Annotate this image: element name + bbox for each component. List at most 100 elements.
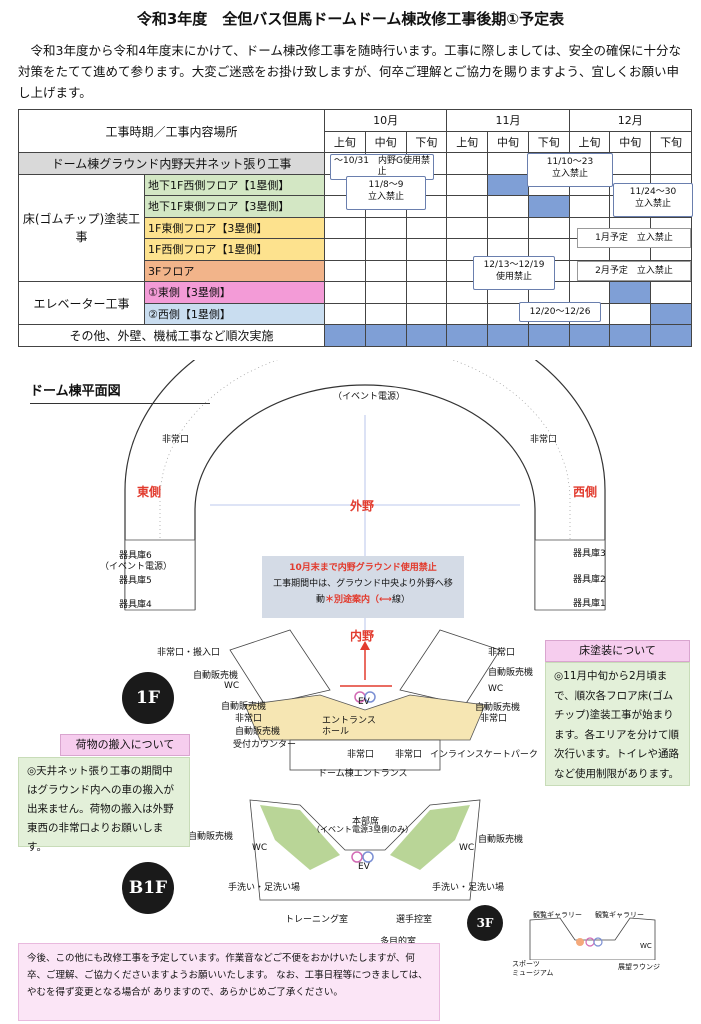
floor-badge-b1f: B1F xyxy=(122,862,174,914)
vending-label: 自動販売機 xyxy=(221,702,267,712)
cargo-box: ◎天井ネット張り工事の期間中はグラウンド内への車の搬入が出来ません。荷物の搬入は… xyxy=(18,757,190,853)
gallery-label: 観覧ギャラリー xyxy=(533,911,582,919)
row-label: 1F西側フロア【1塁側】 xyxy=(143,238,326,261)
storage-block-west xyxy=(534,539,606,611)
reception-label: 受付カウンター xyxy=(233,740,297,750)
event-power-label: （イベント電源） xyxy=(333,392,406,402)
dome-floor-plan xyxy=(124,360,656,960)
wc-label: WC xyxy=(224,681,240,691)
callout-jan: 1月予定 立入禁止 xyxy=(577,228,691,248)
ev-icon xyxy=(593,937,603,947)
emergency-exit-label: 非常口 xyxy=(480,714,508,724)
intro-text: 令和3年度から令和4年度末にかけて、ドーム棟改修工事を随時行います。工事に際しま… xyxy=(18,43,682,100)
period-header: 下旬 xyxy=(405,130,448,153)
ev-icon xyxy=(351,851,363,863)
storage-label: （イベント電源） xyxy=(100,562,173,572)
wc-label: WC xyxy=(459,843,475,853)
storage-label: 器具庫5 xyxy=(119,576,152,586)
ev-icon xyxy=(364,691,376,703)
entrance-hall-block xyxy=(289,739,441,771)
plan-heading: ドーム棟平面図 xyxy=(30,384,121,399)
training-label: トレーニング室 xyxy=(285,915,349,925)
period-header: 中旬 xyxy=(487,130,529,153)
month-header: 11月 xyxy=(446,109,570,132)
month-header: 10月 xyxy=(324,109,448,132)
vending-label: 自動販売機 xyxy=(188,832,234,842)
floor-badge-3f: 3F xyxy=(467,905,503,941)
table-header-label: 工事時期／工事内容場所 xyxy=(17,109,326,153)
page-title: 令和3年度 全但バス但馬ドームドーム棟改修工事後期①予定表 xyxy=(136,10,565,28)
arrow-head-icon xyxy=(360,641,370,650)
entrance-hall-label: エントランス ホール xyxy=(322,716,376,737)
emergency-exit-label: 非常口 xyxy=(235,714,263,724)
period-header: 上旬 xyxy=(324,130,366,153)
storage-label: 器具庫3 xyxy=(573,549,606,559)
storage-block-east xyxy=(124,539,196,611)
notice-box: 10月末まで内野グラウンド使用禁止 工事期間中は、グラウンド中央より外野へ移 動… xyxy=(262,556,464,618)
arrow-both-icon: ⟷ xyxy=(379,595,392,605)
stand-west xyxy=(399,629,501,706)
callout-1220: 12/20～12/26 xyxy=(519,302,601,322)
cargo-box-title: 荷物の搬入について xyxy=(60,734,190,756)
infield-label: 内野 xyxy=(350,629,375,643)
west-side-label: 西側 xyxy=(573,485,598,499)
washroom-label: 手洗い・足洗い場 xyxy=(228,883,301,893)
period-header: 中旬 xyxy=(364,130,407,153)
row-label: 地下1F西側フロア【1塁側】 xyxy=(143,173,326,196)
washroom-label: 手洗い・足洗い場 xyxy=(432,883,505,893)
stand-east xyxy=(229,629,331,706)
hq-label: 本部席 xyxy=(352,817,380,827)
b1f-green-west xyxy=(390,805,470,870)
callout-feb: 2月予定 立入禁止 xyxy=(577,261,691,281)
wc-label: WC xyxy=(640,942,652,950)
table-row: その他、外壁、機械工事など順次実施 xyxy=(17,324,692,347)
wc-label: WC xyxy=(252,843,268,853)
emergency-exit-label: 非常口 xyxy=(530,435,558,445)
wc-label: WC xyxy=(488,684,504,694)
arch-outer xyxy=(124,360,606,610)
floor-badge-1f: 1F xyxy=(122,672,174,724)
vending-label: 自動販売機 xyxy=(488,668,534,678)
period-header: 上旬 xyxy=(446,130,489,153)
hq-sub-label: （イベント電源3塁側のみ） xyxy=(312,825,414,834)
vending-label: 自動販売機 xyxy=(478,835,524,845)
3f-marker xyxy=(576,938,584,946)
table-row: 1F東側フロア【3塁側】 xyxy=(19,216,692,239)
outfield-label: 外野 xyxy=(350,499,375,513)
dome-entrance-label: ドーム棟エントランス xyxy=(318,769,408,779)
storage-label: 器具庫1 xyxy=(573,599,606,609)
inline-skate-label: インラインスケートパーク xyxy=(430,750,538,760)
table-row: エレベーター工事 ①東側【3塁側】 xyxy=(18,281,692,325)
east-side-label: 東側 xyxy=(137,485,162,499)
period-header: 中旬 xyxy=(609,130,652,153)
row-label: ドーム棟グラウンド内野天井ネット張り工事 xyxy=(17,152,326,175)
emergency-exit-label: 非常口 xyxy=(162,435,190,445)
emergency-entry-label: 非常口・搬入口 xyxy=(157,648,221,658)
month-header: 12月 xyxy=(568,109,693,132)
row-label: 地下1F東側フロア【3塁側】 xyxy=(143,195,326,218)
floor-box-title: 床塗装について xyxy=(545,640,690,662)
vending-label: 自動販売機 xyxy=(193,671,239,681)
floor-box: ◎11月中旬から2月頃まで、順次各フロア床(ゴムチップ)塗装工事が始まります。各… xyxy=(545,662,690,786)
group-label: エレベーター工事 xyxy=(18,281,145,325)
arch-inner xyxy=(194,384,536,610)
floor-3f xyxy=(529,917,656,960)
period-header: 上旬 xyxy=(568,130,611,153)
emergency-exit-label: 非常口 xyxy=(488,648,516,658)
sports-museum-label: スポーツ ミュージアム xyxy=(512,960,554,977)
storage-label: 器具庫2 xyxy=(573,575,606,585)
row-label: 3Fフロア xyxy=(143,259,326,282)
row-label: 1F東側フロア【3塁側】 xyxy=(143,216,326,239)
bottom-note: 今後、この他にも改修工事を予定しています。作業音などご不便をおかけいたしますが、… xyxy=(18,943,440,1021)
row-label: ①東側【3塁側】 xyxy=(143,281,326,304)
ev-label: EV xyxy=(358,697,370,707)
ev-label: EV xyxy=(358,862,370,872)
arch-seats xyxy=(159,360,571,610)
storage-label: 器具庫6 xyxy=(119,551,152,561)
period-header: 下旬 xyxy=(650,130,692,153)
period-header: 下旬 xyxy=(527,130,570,153)
